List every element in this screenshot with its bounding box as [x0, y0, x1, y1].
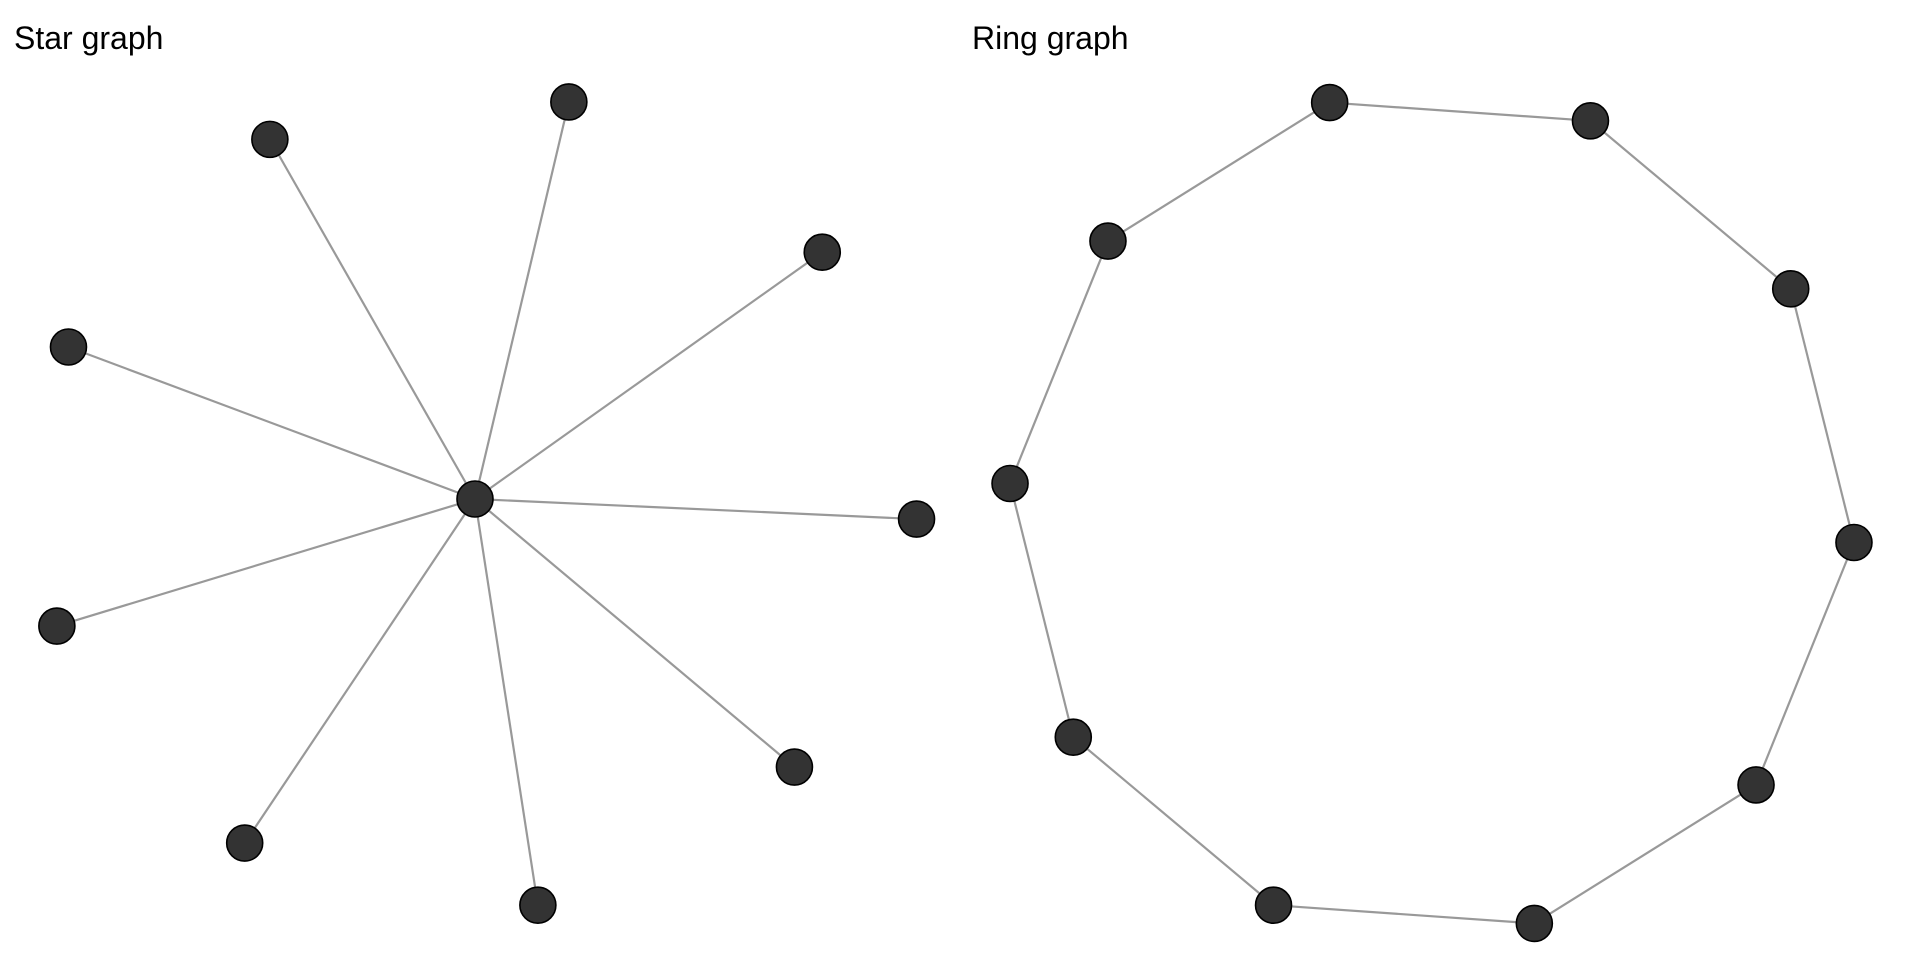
star-node-c — [456, 480, 494, 518]
star-edge-c-s9 — [268, 138, 476, 500]
ring-graph-title: Ring graph — [972, 20, 1129, 56]
ring-node-r3 — [1835, 523, 1873, 562]
ring-edge-r0-r1 — [1329, 101, 1591, 122]
ring-graph — [991, 83, 1873, 943]
ring-node-r6 — [1254, 886, 1293, 924]
star-edge-c-s8 — [68, 345, 476, 501]
ring-edge-r5-r6 — [1273, 904, 1535, 925]
ring-edge-r1-r2 — [1589, 119, 1792, 290]
star-node-s2 — [803, 233, 842, 272]
ring-node-r9 — [1089, 222, 1127, 260]
star-node-s8 — [49, 328, 88, 366]
ring-node-r5 — [1515, 904, 1554, 943]
star-node-s5 — [519, 886, 557, 924]
star-node-s3 — [897, 500, 936, 538]
ring-node-r1 — [1571, 102, 1610, 140]
star-nodes — [38, 83, 936, 924]
ring-edge-r2-r3 — [1789, 288, 1856, 543]
star-graph-title: Star graph — [14, 20, 164, 56]
ring-edge-r9-r0 — [1107, 101, 1331, 243]
ring-node-r4 — [1737, 766, 1775, 804]
ring-node-r8 — [991, 464, 1029, 503]
star-edge-c-s1 — [473, 101, 570, 500]
star-edges — [56, 101, 917, 906]
star-edge-c-s7 — [56, 497, 476, 628]
ring-node-r7 — [1054, 718, 1093, 756]
ring-node-r0 — [1310, 83, 1349, 122]
star-edge-c-s5 — [473, 498, 539, 906]
star-edge-c-s2 — [474, 251, 823, 500]
ring-node-r2 — [1771, 270, 1810, 308]
star-node-s9 — [251, 120, 289, 159]
star-node-s7 — [38, 607, 76, 645]
ring-edge-r7-r8 — [1008, 483, 1075, 738]
star-edge-c-s4 — [474, 498, 796, 768]
ring-edge-r3-r4 — [1755, 542, 1855, 786]
star-node-s6 — [225, 824, 264, 862]
ring-edge-r6-r7 — [1072, 736, 1275, 907]
star-edge-c-s6 — [243, 498, 476, 844]
ring-edge-r4-r5 — [1533, 783, 1757, 925]
ring-edges — [1008, 101, 1856, 925]
ring-edge-r8-r9 — [1009, 240, 1109, 484]
ring-nodes — [991, 83, 1873, 943]
star-node-s4 — [775, 748, 814, 786]
star-node-s1 — [550, 83, 588, 121]
star-graph — [38, 83, 936, 924]
star-edge-c-s3 — [474, 497, 917, 521]
